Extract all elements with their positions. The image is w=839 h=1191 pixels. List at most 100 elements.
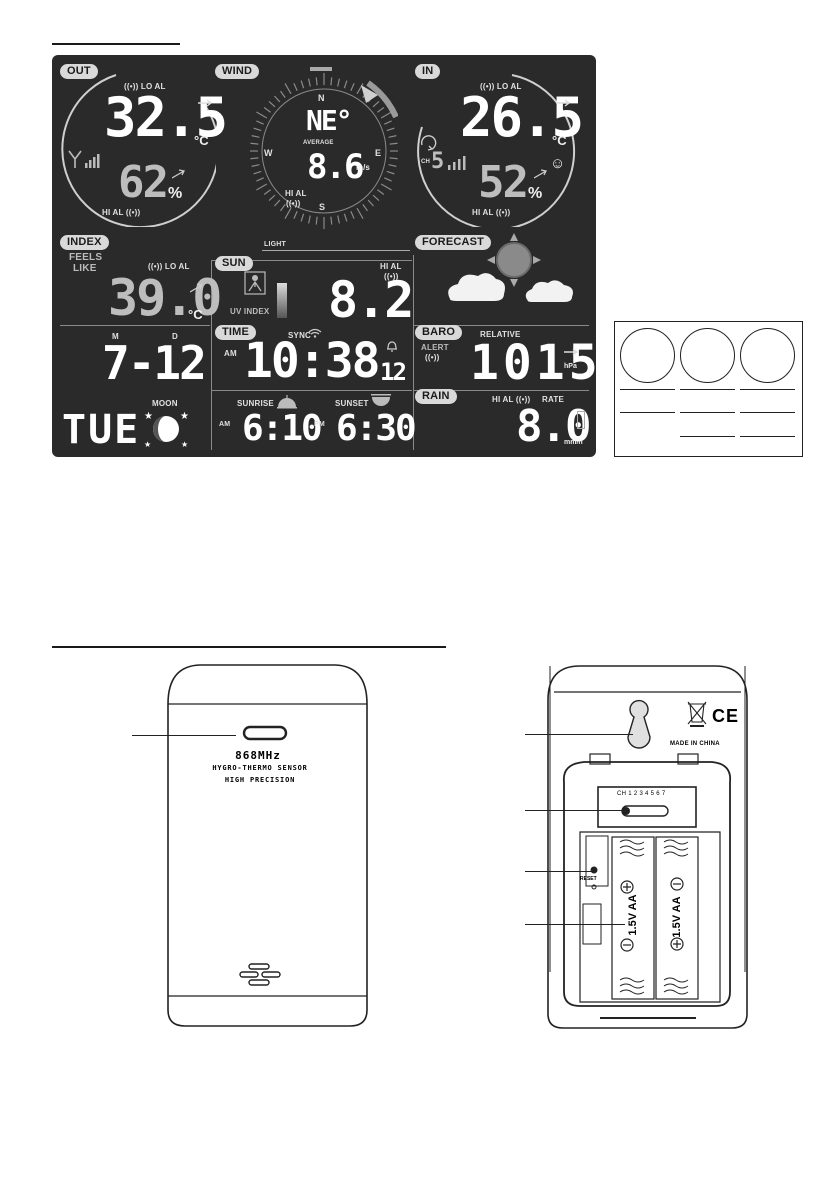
svg-text:★: ★ bbox=[181, 440, 188, 449]
compass-tick bbox=[389, 142, 398, 145]
compass-tick bbox=[386, 127, 395, 132]
baro-relative-label: RELATIVE bbox=[480, 330, 521, 339]
uv-person-icon bbox=[244, 271, 266, 295]
wind-east: E bbox=[375, 148, 382, 158]
compass-tick bbox=[280, 204, 286, 212]
sunset-time: 6:30 bbox=[336, 408, 417, 449]
trend-arrow-icon bbox=[534, 169, 547, 179]
callout-line bbox=[525, 871, 593, 872]
compass-tick bbox=[386, 170, 395, 175]
trend-arrow-icon bbox=[556, 99, 571, 107]
divider bbox=[414, 325, 589, 326]
compass-tick bbox=[268, 101, 276, 108]
legend-circle bbox=[680, 328, 735, 383]
baro-alert-icon: ((•)) bbox=[425, 353, 440, 362]
reset-button[interactable] bbox=[588, 864, 598, 874]
index-alert-lo: ((•)) LO AL bbox=[148, 262, 190, 271]
sunrise-icon bbox=[277, 395, 297, 409]
compass-tick bbox=[256, 183, 268, 191]
wind-alert-hi: HI AL bbox=[285, 189, 307, 198]
compass-tick bbox=[256, 177, 264, 182]
uv-level-bar bbox=[277, 283, 287, 318]
channel-scroll-icon bbox=[420, 135, 437, 151]
date-value: 7-12 bbox=[102, 336, 207, 390]
indoor-temp-unit: °C bbox=[552, 133, 567, 148]
sunset-pm: PM bbox=[314, 421, 325, 428]
divider bbox=[212, 260, 412, 261]
compass-tick bbox=[284, 83, 292, 95]
rain-alert-hi: HI AL ((•)) bbox=[492, 395, 531, 404]
compass-tick bbox=[384, 177, 392, 182]
date-day-label: D bbox=[172, 332, 178, 341]
compass-tick bbox=[250, 142, 259, 145]
compass-tick bbox=[256, 120, 264, 125]
indoor-humidity-unit: % bbox=[528, 185, 543, 202]
divider bbox=[414, 390, 589, 391]
legend-line bbox=[620, 412, 675, 413]
legend-circle bbox=[740, 328, 795, 383]
sensor-line1: HYGRO-THERMO SENSOR bbox=[212, 764, 308, 772]
legend-line bbox=[740, 389, 795, 390]
rain-unit: mm/h bbox=[564, 439, 583, 446]
svg-text:★: ★ bbox=[144, 411, 153, 422]
compass-tick bbox=[315, 216, 318, 225]
wind-speed-unit: m/s bbox=[356, 163, 370, 172]
compass-tick bbox=[250, 157, 259, 160]
legend-line bbox=[680, 436, 735, 437]
svg-text:★: ★ bbox=[180, 411, 189, 422]
compass-tick bbox=[253, 170, 262, 175]
weekday-value: TUE bbox=[62, 407, 141, 453]
compass-tick bbox=[315, 77, 318, 86]
section-rule-sensor bbox=[52, 646, 446, 648]
sensor-front bbox=[167, 664, 368, 1027]
compass-tick bbox=[380, 183, 392, 191]
reset-button-label: RESET bbox=[580, 876, 597, 882]
compass-tick bbox=[343, 80, 348, 89]
indoor-tag: IN bbox=[415, 64, 441, 79]
compass-tick bbox=[377, 189, 385, 195]
compass-tick bbox=[308, 215, 311, 224]
indoor-alert-hi: HI AL ((•)) bbox=[472, 208, 511, 217]
indoor-humidity: 52 bbox=[478, 157, 529, 208]
compass-tick bbox=[330, 77, 333, 86]
compass-tick bbox=[251, 135, 260, 138]
indoor-temp: 26.5 bbox=[460, 86, 584, 149]
compass-tick bbox=[263, 107, 271, 113]
wind-alert-icon: ((•)) bbox=[286, 199, 301, 208]
compass-tick bbox=[274, 95, 281, 103]
sun-tag: SUN bbox=[215, 256, 253, 271]
index-tag: INDEX bbox=[60, 235, 109, 250]
sunrise-am: AM bbox=[219, 421, 231, 428]
compass-tick bbox=[380, 111, 392, 119]
rain-rate-label: RATE bbox=[542, 395, 564, 404]
time-clock: 10:38 bbox=[244, 333, 380, 389]
sensor-line2: HIGH PRECISION bbox=[224, 776, 296, 784]
compass-tick bbox=[356, 207, 364, 219]
signal-bars-icon bbox=[448, 156, 466, 170]
feels-like-line1: FEELS bbox=[69, 252, 103, 263]
alarm-bell-icon bbox=[387, 341, 397, 352]
compass-tick bbox=[367, 199, 374, 207]
compass-tick bbox=[337, 78, 340, 87]
sunrise-time: 6:10 bbox=[242, 408, 323, 449]
channel-switch-label: CH 1 2 3 4 5 6 7 bbox=[617, 791, 666, 797]
compass-tick bbox=[330, 216, 333, 225]
feels-like-line2: LIKE bbox=[73, 263, 97, 274]
compass-tick bbox=[362, 204, 368, 212]
wifi-sync-icon bbox=[308, 328, 322, 338]
legend-line bbox=[680, 389, 735, 390]
out-tag: OUT bbox=[60, 64, 98, 79]
out-alert-lo: ((•)) LO AL bbox=[124, 82, 166, 91]
wind-north: N bbox=[318, 93, 325, 103]
out-arc bbox=[61, 74, 216, 227]
rain-level-bar bbox=[577, 411, 585, 429]
divider bbox=[60, 325, 210, 326]
legend-circle bbox=[620, 328, 675, 383]
sunrise-label: SUNRISE bbox=[237, 399, 274, 408]
divider bbox=[211, 260, 212, 450]
time-tag: TIME bbox=[215, 325, 257, 340]
wind-average-label: AVERAGE bbox=[303, 140, 334, 146]
out-alert-hi: HI AL ((•)) bbox=[102, 208, 141, 217]
channel-switch[interactable] bbox=[622, 806, 668, 816]
compass-tick bbox=[377, 107, 385, 113]
